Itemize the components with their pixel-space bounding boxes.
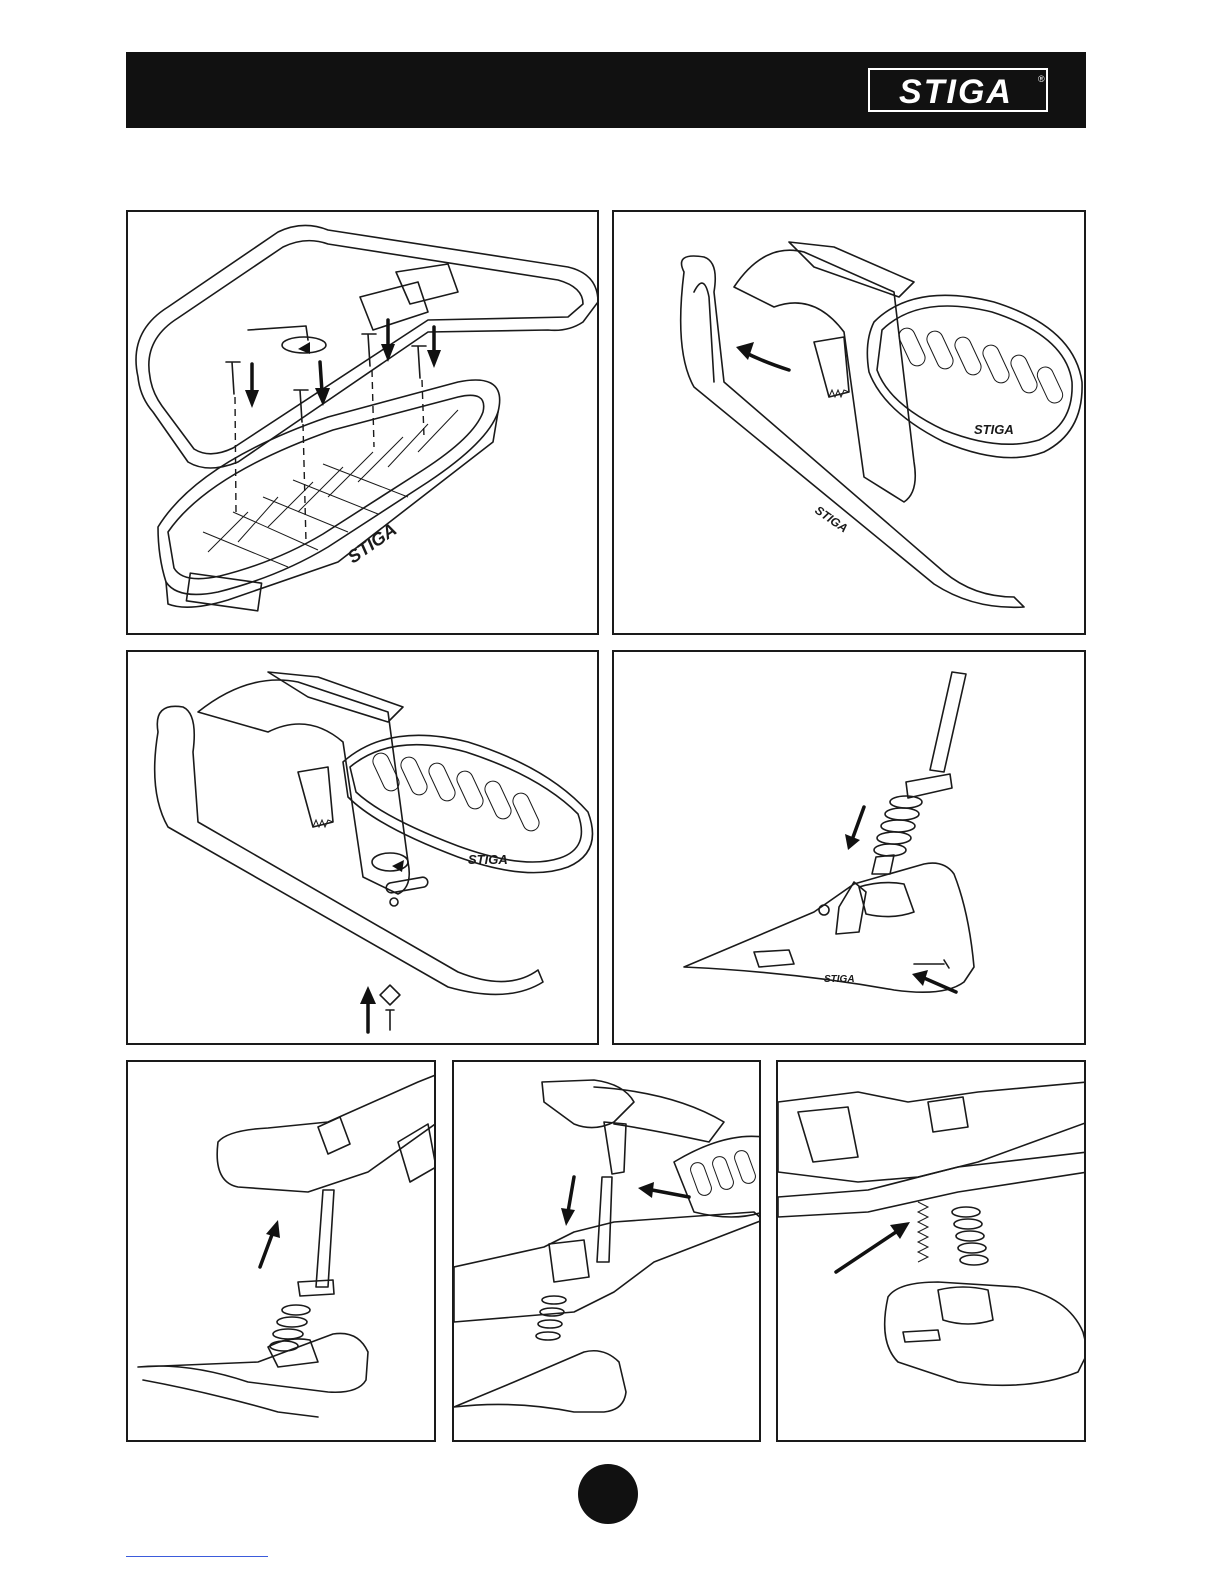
rotate-icon	[372, 853, 408, 872]
arrow-icon	[836, 1222, 910, 1272]
logo-text: STIGA	[899, 73, 1013, 111]
svg-text:STIGA: STIGA	[824, 974, 855, 985]
step-7-spring-fit	[776, 1060, 1086, 1442]
page-number-badge	[578, 1464, 638, 1524]
step-3-bolt-plate: STIGA	[126, 650, 599, 1045]
step-2-frame-fold: STIGA STIGA	[612, 210, 1086, 635]
rotate-icon	[282, 337, 326, 354]
svg-text:STIGA: STIGA	[468, 852, 508, 867]
step-5-steering-column-insert	[126, 1060, 436, 1442]
arrow-icon	[260, 1220, 280, 1267]
svg-text:STIGA: STIGA	[812, 503, 850, 536]
arrow-icon	[360, 986, 376, 1032]
registered-mark: ®	[1038, 74, 1045, 84]
stiga-logo: STIGA ®	[868, 68, 1048, 112]
step-1-seat-frame-screws: STIGA	[126, 210, 599, 635]
svg-text:STIGA: STIGA	[344, 519, 401, 567]
svg-text:STIGA: STIGA	[974, 422, 1014, 437]
step-4-front-ski-assembly: STIGA	[612, 650, 1086, 1045]
footer-link-line	[126, 1556, 268, 1557]
step-6-handlebar-mount	[452, 1060, 761, 1442]
